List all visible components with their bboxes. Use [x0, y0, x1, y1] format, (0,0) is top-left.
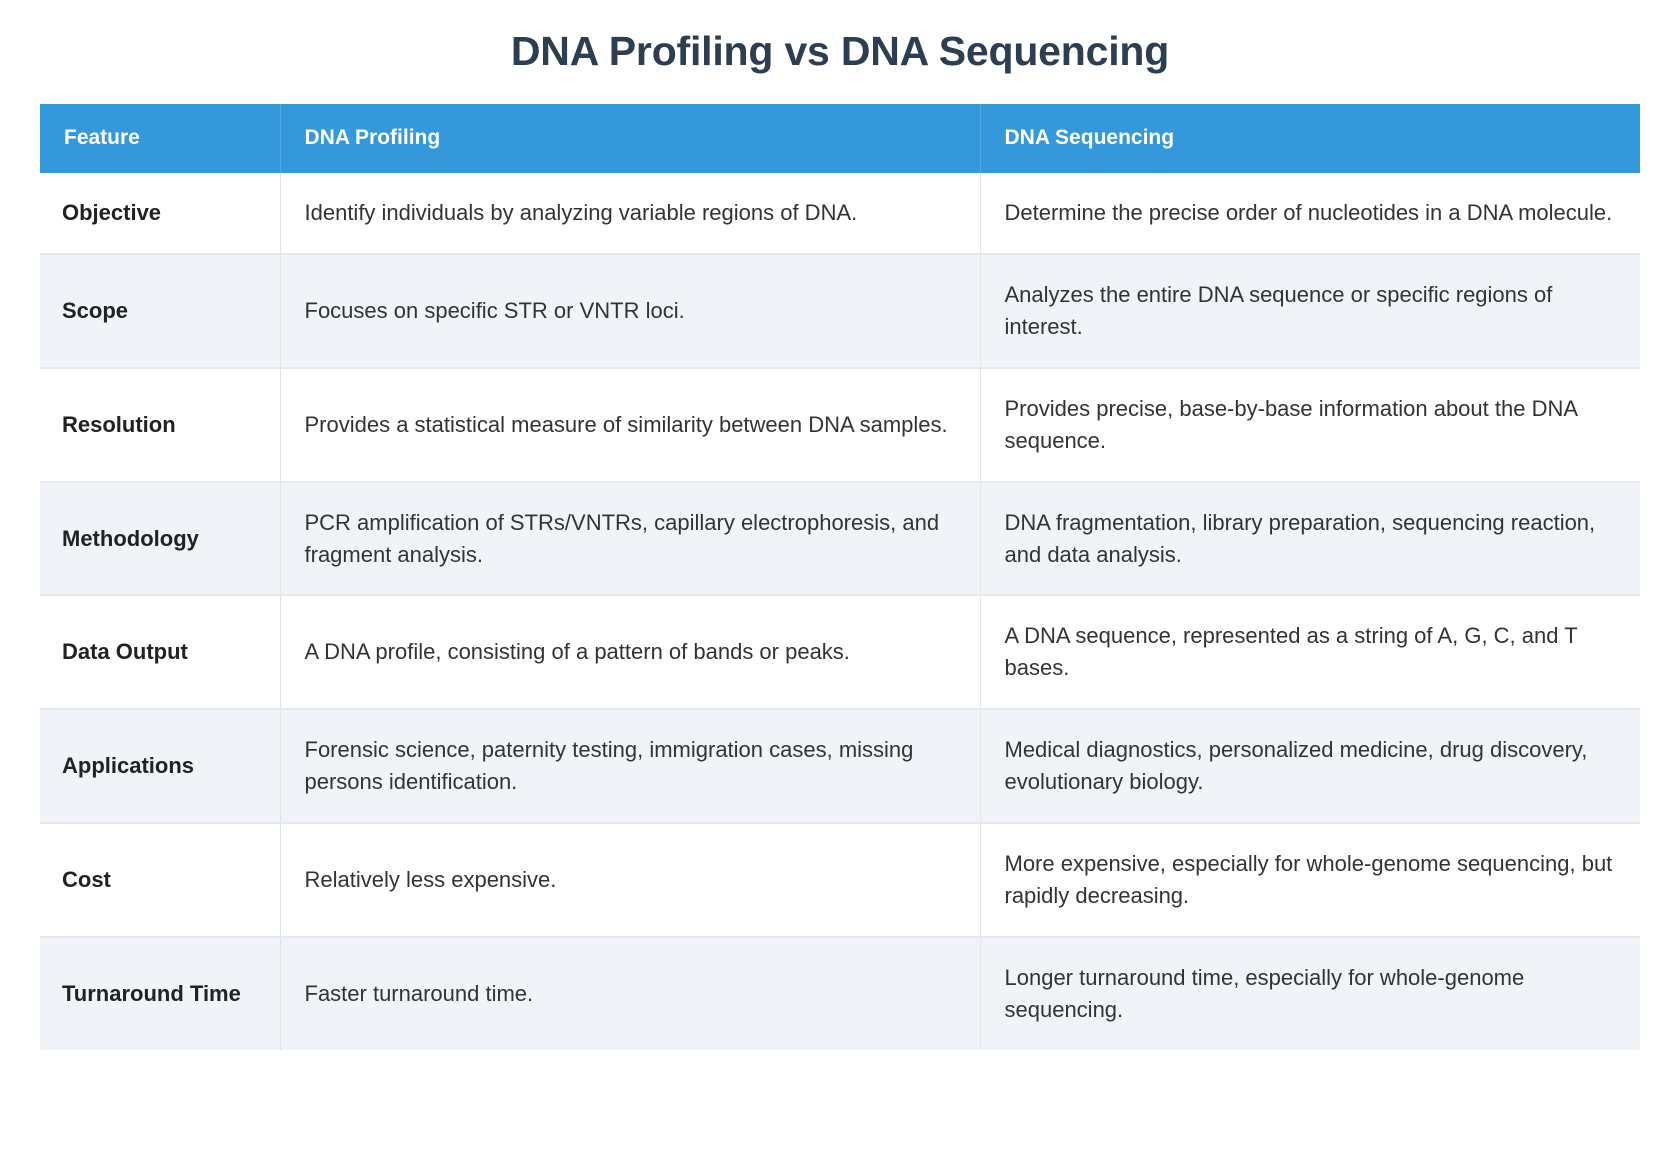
cell-feature: Data Output	[40, 595, 281, 711]
cell-dna-sequencing: Provides precise, base-by-base informati…	[980, 367, 1640, 483]
cell-feature: Methodology	[40, 481, 281, 597]
page-title: DNA Profiling vs DNA Sequencing	[510, 28, 1170, 74]
cell-feature: Turnaround Time	[40, 936, 281, 1050]
cell-dna-sequencing: A DNA sequence, represented as a string …	[980, 595, 1640, 711]
cell-dna-profiling: Focuses on specific STR or VNTR loci.	[280, 254, 981, 369]
cell-dna-profiling: Forensic science, paternity testing, imm…	[280, 709, 981, 825]
column-header-feature: Feature	[40, 104, 280, 174]
cell-dna-profiling: Relatively less expensive.	[280, 823, 981, 938]
cell-dna-sequencing: More expensive, especially for whole-gen…	[980, 823, 1640, 938]
cell-dna-sequencing: Analyzes the entire DNA sequence or spec…	[980, 254, 1640, 369]
cell-dna-profiling: A DNA profile, consisting of a pattern o…	[280, 595, 981, 711]
cell-feature: Scope	[40, 254, 281, 369]
cell-feature: Objective	[40, 173, 281, 256]
cell-dna-sequencing: Medical diagnostics, personalized medici…	[980, 709, 1640, 825]
cell-feature: Applications	[40, 709, 281, 825]
cell-feature: Resolution	[40, 367, 281, 483]
cell-feature: Cost	[40, 823, 281, 938]
cell-dna-profiling: PCR amplification of STRs/VNTRs, capilla…	[280, 481, 981, 597]
table-header: Feature DNA Profiling DNA Sequencing	[40, 104, 1640, 174]
cell-dna-profiling: Identify individuals by analyzing variab…	[280, 173, 981, 256]
cell-dna-sequencing: Longer turnaround time, especially for w…	[980, 936, 1640, 1050]
column-header-dna-sequencing: DNA Sequencing	[979, 104, 1640, 174]
table-header-row: Feature DNA Profiling DNA Sequencing	[40, 104, 1640, 174]
cell-dna-sequencing: Determine the precise order of nucleotid…	[980, 173, 1640, 256]
comparison-table-container: Feature DNA Profiling DNA Sequencing Obj…	[40, 104, 1640, 1050]
cell-dna-profiling: Provides a statistical measure of simila…	[280, 367, 981, 483]
comparison-table: Feature DNA Profiling DNA Sequencing Obj…	[40, 104, 1640, 1050]
cell-dna-sequencing: DNA fragmentation, library preparation, …	[980, 481, 1640, 597]
cell-dna-profiling: Faster turnaround time.	[280, 936, 981, 1050]
column-header-dna-profiling: DNA Profiling	[279, 104, 980, 174]
